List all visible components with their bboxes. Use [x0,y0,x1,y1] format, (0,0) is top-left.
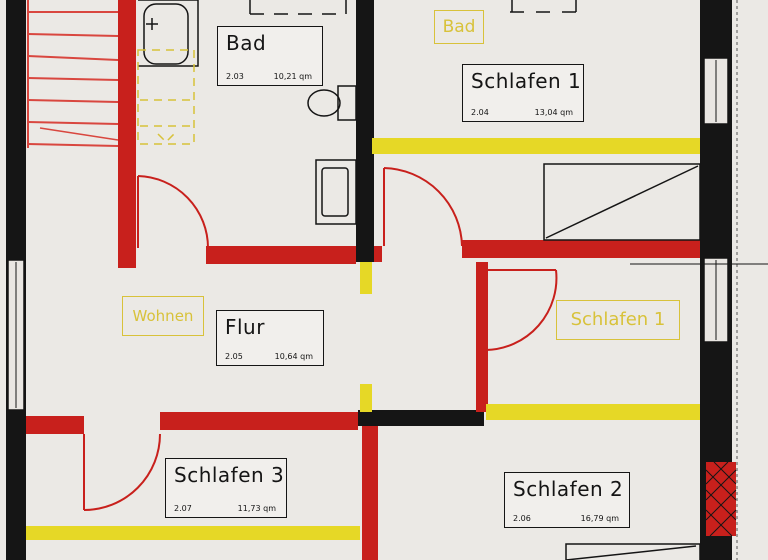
lower-floor-label-bad: Bad [434,10,484,44]
wall-hall-south [358,410,484,426]
room-label-schlafen2: Schlafen 2 2.06 16,79 qm [504,472,630,528]
wall-red-bed3-east [362,426,378,560]
room-number: 2.06 [513,514,531,523]
wall-yellow-bed3 [26,526,360,540]
room-name: Schlafen 3 [174,463,285,487]
room-number: 2.03 [226,72,244,81]
wall-red-stair [118,0,136,268]
wall-red-bath-south [206,246,356,264]
room-area: 11,73 qm [237,504,276,513]
room-label-schlafen3: Schlafen 3 2.07 11,73 qm [165,458,287,518]
wall-red-bed1-south [462,240,700,258]
toilet [307,85,357,121]
room-number: 2.07 [174,504,192,513]
lower-floor-label-schlafen1: Schlafen 1 [556,300,680,340]
room-number: 2.04 [471,108,489,117]
wall-bath-east [356,0,374,262]
room-name: Schlafen 2 [513,477,624,501]
room-name: Schlafen 1 [471,69,582,93]
room-label-bad: Bad 2.03 10,21 qm [217,26,323,86]
room-area: 13,04 qm [534,108,573,117]
room-area: 16,79 qm [580,514,619,523]
room-name: Bad [226,31,267,55]
washbasin [315,159,357,225]
dashed-fixture-top [249,0,577,15]
wall-red-hall-east [476,262,488,412]
wall-red-bed3-north [26,416,84,434]
door-bedroom3 [83,433,161,511]
furniture-bedroom2 [565,543,701,560]
bathtub [138,0,199,67]
shower-tray-dashed [137,49,195,145]
room-number: 2.05 [225,352,243,361]
door-bedroom1b [485,269,558,351]
room-label-flur: Flur 2.05 10,64 qm [216,310,324,366]
wall-yellow-bed1 [372,138,700,154]
wall-yellow-stub-1 [360,262,372,294]
room-name: Flur [225,315,265,339]
lower-floor-label-wohnen: Wohnen [122,296,204,336]
wall-yellow-stub-2 [360,384,372,412]
wall-red-bed3-north-b [160,412,358,430]
staircase [27,0,119,148]
room-label-schlafen1: Schlafen 1 2.04 13,04 qm [462,64,584,122]
door-bedroom1 [383,167,463,247]
room-area: 10,64 qm [274,352,313,361]
wall-yellow-bed2 [486,404,700,420]
wardrobe-bedroom1 [543,163,701,241]
door-bath [137,175,209,249]
wall-red-bath-end [374,246,382,262]
room-area: 10,21 qm [273,72,312,81]
